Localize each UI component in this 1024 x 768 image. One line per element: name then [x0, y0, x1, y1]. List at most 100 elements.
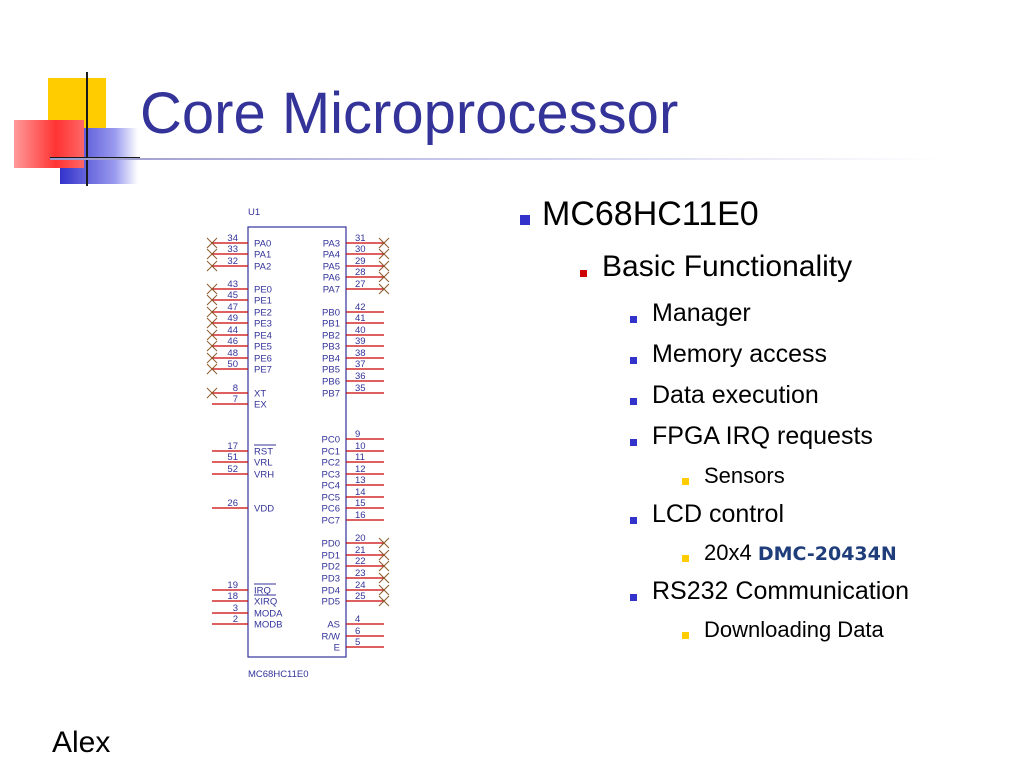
pin-name: PE1	[254, 296, 272, 307]
pin-name: VDD	[254, 504, 274, 515]
pin-number: 38	[355, 348, 366, 359]
bullet-marker	[630, 594, 637, 601]
pin-name: PD3	[322, 574, 340, 585]
no-connect-mark	[378, 237, 390, 249]
pin-name: PC7	[322, 516, 340, 527]
pin-number: 48	[227, 348, 238, 359]
pin-name: PA4	[323, 250, 340, 261]
bullet-marker	[580, 270, 587, 277]
pin-number: 10	[355, 441, 366, 452]
pin-number: 46	[227, 336, 238, 347]
lcd-part-number: DMC-20434N	[757, 543, 897, 565]
bullet-marker	[520, 215, 530, 225]
decor-vertical-line	[86, 72, 88, 186]
pin-name: XT	[254, 389, 266, 400]
bullet-level-3: Manager	[652, 299, 751, 328]
pin-number: 33	[227, 244, 238, 255]
pin-name: PC6	[322, 504, 340, 515]
no-connect-mark	[378, 584, 390, 596]
pin-name: PB6	[322, 377, 340, 388]
pin-number: 39	[355, 336, 366, 347]
pin-name: VRH	[254, 470, 274, 481]
bullet-marker	[630, 316, 637, 323]
pin-name: PC3	[322, 470, 340, 481]
bullet-text: Manager	[652, 299, 751, 327]
pin-number: 30	[355, 244, 366, 255]
slide-author: Alex	[52, 726, 111, 759]
pin-name: PE3	[254, 319, 272, 330]
pin-number: 50	[227, 359, 238, 370]
pin-number: 29	[355, 256, 366, 267]
pin-name: XIRQ	[254, 597, 277, 608]
no-connect-mark	[206, 387, 218, 399]
bullet-text: 20x4	[704, 540, 758, 565]
pin-number: 19	[227, 580, 238, 591]
pin-name: PB7	[322, 389, 340, 400]
pin-name: PA5	[323, 262, 340, 273]
bullet-level-4: Sensors	[704, 463, 785, 489]
bullet-marker	[682, 555, 689, 562]
pin-number: 41	[355, 313, 366, 324]
pin-number: 24	[355, 580, 366, 591]
pin-name: RST	[254, 447, 273, 458]
pin-name: PC5	[322, 493, 340, 504]
pin-name: PB3	[322, 342, 340, 353]
bullet-text: FPGA IRQ requests	[652, 422, 873, 450]
pin-number: 34	[227, 233, 238, 244]
no-connect-mark	[206, 248, 218, 260]
slide-title: Core Microprocessor	[140, 81, 679, 146]
pin-number: 45	[227, 290, 238, 301]
bullet-text: Data execution	[652, 381, 819, 409]
pin-name: PA7	[323, 285, 340, 296]
no-connect-mark	[206, 260, 218, 272]
pin-number: 49	[227, 313, 238, 324]
pin-name: PD1	[322, 551, 340, 562]
pin-number: 44	[227, 325, 238, 336]
pin-name: PB4	[322, 354, 340, 365]
no-connect-mark	[206, 237, 218, 249]
pin-name: PE5	[254, 342, 272, 353]
pin-number: 51	[227, 452, 238, 463]
pin-name: PC1	[322, 447, 340, 458]
pin-name: PA1	[254, 250, 271, 261]
pin-number: 25	[355, 591, 366, 602]
no-connect-mark	[206, 363, 218, 375]
bullet-text: Memory access	[652, 340, 828, 368]
pin-number: 26	[227, 498, 238, 509]
no-connect-mark	[378, 283, 390, 295]
pin-number: 20	[355, 533, 366, 544]
pin-name: PB0	[322, 308, 340, 319]
pin-number: 5	[355, 637, 360, 648]
pin-number: 31	[355, 233, 366, 244]
pin-number: 14	[355, 487, 366, 498]
bullet-text: LCD control	[652, 500, 784, 528]
no-connect-mark	[378, 572, 390, 584]
pin-number: 4	[355, 614, 360, 625]
bullet-level-4: Downloading Data	[704, 617, 884, 643]
bullet-marker	[630, 357, 637, 364]
no-connect-mark	[378, 537, 390, 549]
bullet-text: Downloading Data	[704, 617, 884, 642]
pin-number: 36	[355, 371, 366, 382]
pin-number: 6	[355, 626, 360, 637]
pin-name: PB2	[322, 331, 340, 342]
pin-number: 12	[355, 464, 366, 475]
pin-number: 32	[227, 256, 238, 267]
bullet-marker	[682, 632, 689, 639]
pin-number: 28	[355, 267, 366, 278]
pin-number: 16	[355, 510, 366, 521]
pin-number: 35	[355, 383, 366, 394]
no-connect-mark	[206, 329, 218, 341]
pin-name: PD2	[322, 562, 340, 573]
pin-name: PE2	[254, 308, 272, 319]
no-connect-mark	[206, 306, 218, 318]
bullet-level-3: FPGA IRQ requests	[652, 422, 873, 451]
bullet-level-4: 20x4 DMC-20434N	[704, 540, 897, 566]
pin-name: R/W	[322, 632, 341, 643]
pin-name: PA3	[323, 239, 340, 250]
pin-name: PB1	[322, 319, 340, 330]
pin-number: 17	[227, 441, 238, 452]
pin-number: 40	[355, 325, 366, 336]
pin-name: PE0	[254, 285, 272, 296]
